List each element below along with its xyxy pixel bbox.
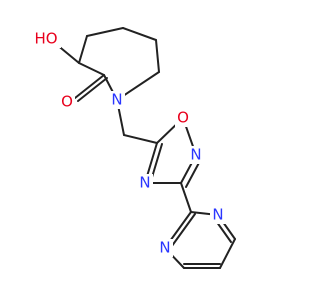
bond-c3-c4	[78, 35, 88, 64]
azepane-nitrogen-label: N	[111, 91, 122, 109]
oxadiazole-n2-label-bg	[188, 146, 204, 164]
bond-ch2-oxadiazole	[123, 134, 158, 144]
oxadiazole-oxygen-label: O	[177, 109, 189, 127]
pyrimidine-n3-label: N	[159, 239, 170, 257]
bond-layer	[55, 27, 236, 269]
hydroxyl-label: HO	[34, 30, 57, 48]
azepane-nitrogen-label-bg	[109, 91, 125, 109]
oxadiazole-oxygen-label-bg	[175, 109, 191, 127]
pyrimidine-n1-label-bg	[210, 206, 226, 224]
carbonyl-oxygen-label-bg	[59, 93, 75, 111]
carbonyl-oxygen-label: O	[61, 93, 73, 111]
bond-c2-c3	[78, 62, 105, 76]
bond-c6-c5	[219, 238, 236, 269]
bond-c2-o-double-b	[77, 77, 108, 102]
pyrimidine-n3-label-bg	[157, 239, 173, 257]
oxadiazole-n4-label-bg	[137, 174, 153, 192]
bond-c5-c6	[122, 27, 157, 41]
oxadiazole-n2-label: N	[190, 146, 201, 164]
bond-c2-o-double-a	[74, 74, 105, 99]
atom-label-layer: HO O N O N N N N	[31, 30, 226, 257]
bond-c6-c7	[155, 39, 160, 73]
pyrimidine-n1-label: N	[212, 206, 223, 224]
bond-c4-c5	[86, 27, 124, 37]
molecule-structure: HO O N O N N N N	[31, 27, 236, 269]
hydroxyl-label-bg	[31, 30, 61, 48]
bond-n3-c2-double-b	[168, 213, 196, 251]
bond-oxadiazole-pyrimidine	[180, 182, 192, 213]
oxadiazole-n4-label: N	[139, 174, 150, 192]
